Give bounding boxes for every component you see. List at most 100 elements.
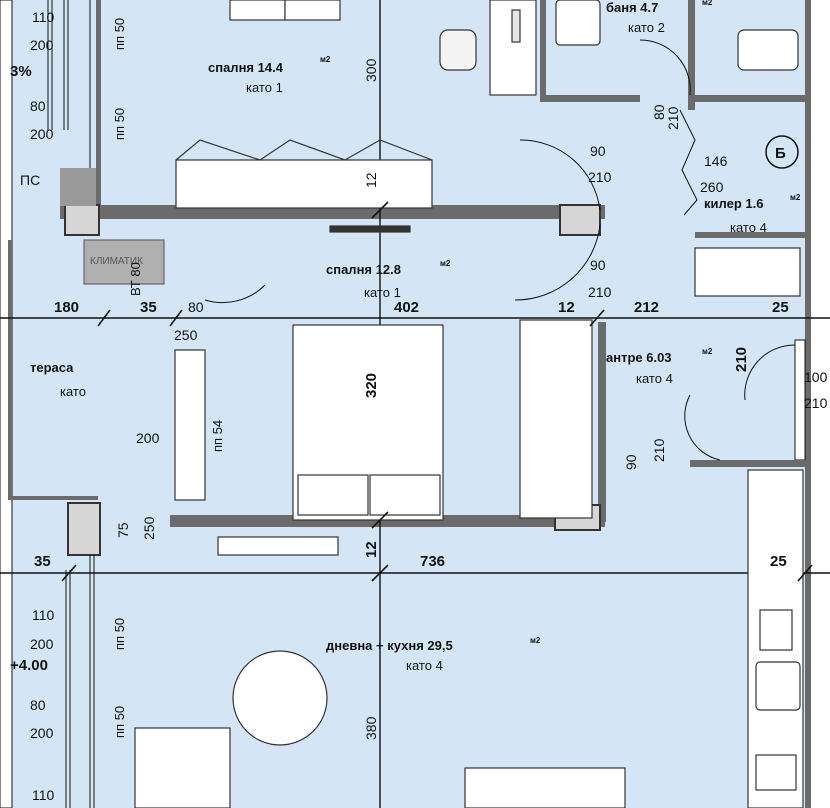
slope-label: 3% [10,63,32,80]
pp50-3: пп 50 [112,618,127,650]
pp50-1: пп 50 [112,18,127,50]
bed2-pillow-1 [297,474,369,516]
wall-terrace-left [8,240,12,500]
wall-terrace-bottom [8,496,98,500]
wall-bath-left [540,0,546,100]
dim-210-e: 210 [804,395,828,411]
room-bedroom2-name: спалня 12.8 [326,262,401,277]
dim-146: 146 [704,153,728,169]
wdim-110-a: 110 [32,9,55,25]
room-bedroom1-name: спалня 14.4 [208,60,284,75]
dim-402: 402 [394,299,419,316]
dim-12-c: 12 [363,541,380,558]
door-bedroom1 [519,139,601,211]
sofa [134,727,231,808]
dim-25-a: 25 [772,299,789,316]
dim-25-b: 25 [770,553,787,570]
klima-label: КЛИМАТИК [90,256,143,267]
column-2 [559,204,601,236]
vt-label: ВТ 80 [128,262,143,296]
column-1 [64,204,100,236]
dim-180: 180 [54,299,79,316]
dim-90-b: 90 [590,257,606,273]
fridge-mark [759,609,793,651]
wdim-80-b: 80 [30,697,46,713]
room-terrace-floor: като [60,384,86,399]
dim-35-a: 35 [140,299,157,316]
column-ps [60,168,96,206]
dimension-ticks [61,201,813,582]
dim-35-b: 35 [34,553,51,570]
wall-bath-bottom [540,95,640,102]
dim-320: 320 [363,373,380,398]
chair [439,29,477,71]
room-living-floor: като 4 [406,658,443,673]
windows [47,0,95,808]
dim-260: 260 [700,179,724,195]
kitchen-sink [755,661,801,711]
wdim-80-a: 80 [30,98,46,114]
dim-80: 80 [651,104,667,120]
wall-living-divider [170,515,605,527]
dim-380: 380 [363,716,379,740]
dim-200: 200 [136,430,160,446]
room-bedroom1-floor: като 1 [246,80,283,95]
room-terrace-name: тераса [30,360,74,375]
dim-90-c: 90 [623,454,639,470]
columns [60,168,601,556]
room-bath-floor: като 2 [628,20,665,35]
bed-headboard [175,159,433,209]
dim-300: 300 [363,58,379,82]
door-bath [639,39,691,96]
wall-bath-right [688,0,695,110]
marker-label: Б [775,145,786,162]
wdim-200-b: 200 [30,126,54,142]
bed2-pillow-2 [369,474,441,516]
sink-bath [555,0,601,46]
wall-hall-bottom [690,460,805,467]
door-closet-fold [679,109,698,216]
dim-12-b: 12 [558,299,575,316]
wdim-110-c: 110 [32,787,55,803]
dim-736: 736 [420,553,445,570]
wardrobe-top-2 [284,0,341,21]
room-closet-unit: м2 [790,193,801,202]
stove [755,754,797,791]
dim-212: 212 [634,299,659,316]
dim-75: 75 [115,522,131,538]
room-bedroom2-unit: м2 [440,259,451,268]
door-terrace [204,284,266,304]
marker-circle [765,135,799,169]
dim-210-d: 210 [733,347,750,372]
doors [204,39,796,461]
dim-80-b: 80 [188,299,204,315]
room-hall-unit: м2 [702,347,713,356]
wdim-200-a: 200 [30,37,54,53]
wc-bowl [737,29,799,71]
dim-12-a: 12 [363,172,379,188]
ps-label: ПС [20,172,40,188]
wardrobe-top-1 [229,0,286,21]
dim-210-a: 210 [588,169,612,185]
klima-box [83,239,165,285]
wdim-200-d: 200 [30,725,54,741]
wall-right [805,0,811,808]
pp54: пп 54 [210,420,225,452]
level-label: +4.00 [10,657,48,674]
dining-table [464,767,626,808]
wdim-110-b: 110 [32,607,55,623]
pp50-4: пп 50 [112,706,127,738]
desk-item [511,9,521,43]
pp50-2: пп 50 [112,108,127,140]
room-closet-floor: като 4 [730,220,767,235]
door-bedroom2 [514,224,601,301]
room-bath-name: баня 4.7 [606,0,658,15]
room-bath-unit: м2 [702,0,713,7]
dim-210-c: 210 [588,284,612,300]
wall-hall-inner [598,322,606,522]
bed-pillow-line [175,139,433,161]
wall-left-facade [96,0,101,210]
dim-100: 100 [804,369,828,385]
tv-stand [329,225,411,233]
